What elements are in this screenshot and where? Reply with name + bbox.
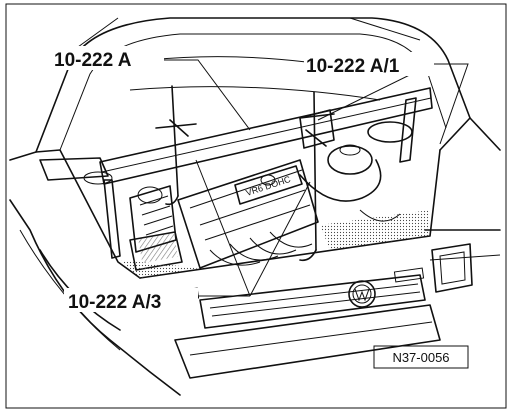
car-body (9, 117, 501, 396)
callout-10-222-a: 10-222 A (54, 50, 132, 71)
figure-frame (5, 3, 507, 409)
engine-bay: VR6 DOHC (39, 121, 430, 278)
reference-code: N37-0056 (392, 350, 449, 365)
callout-labels: 10-222 A 10-222 A/1 10-222 A/3 (50, 46, 434, 313)
engine-support-bridge (99, 85, 433, 262)
callout-10-222-a-1: 10-222 A/1 (306, 56, 400, 77)
callout-10-222-a-3: 10-222 A/3 (68, 292, 161, 313)
open-hood (35, 17, 471, 153)
reference-box: N37-0056 (373, 345, 469, 369)
